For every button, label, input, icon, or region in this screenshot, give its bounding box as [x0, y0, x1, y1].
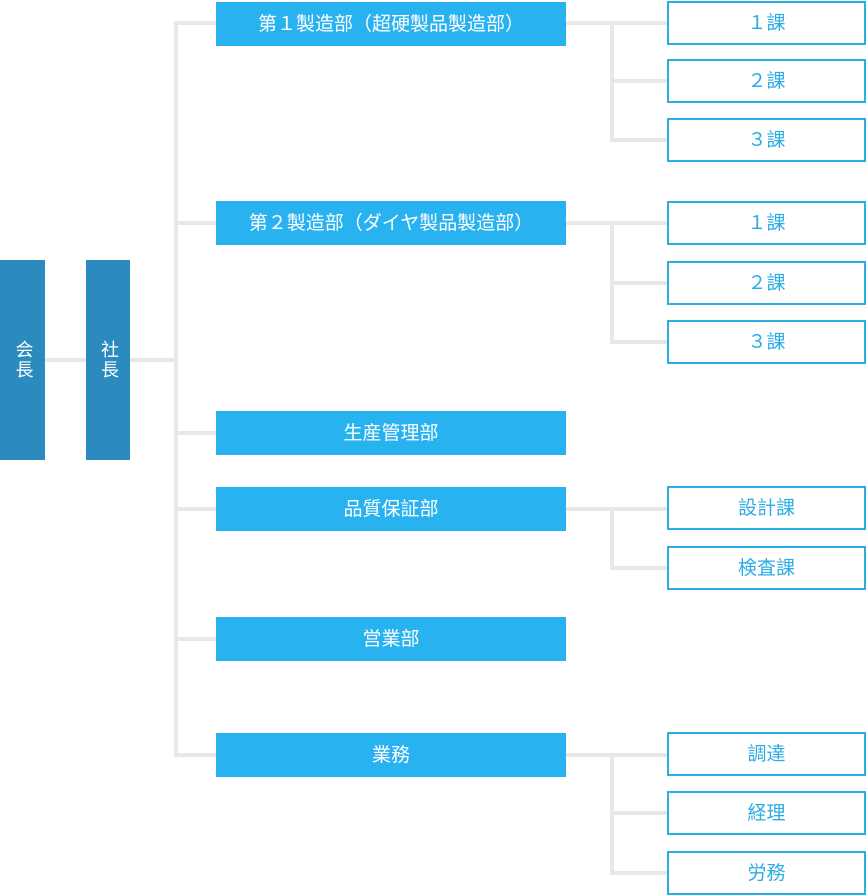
- section-label: ２課: [747, 271, 786, 294]
- section-label: ３課: [747, 128, 786, 151]
- dept-box-sales: 営業部: [216, 617, 566, 661]
- section-box-accounting: 経理: [667, 791, 866, 835]
- section-label: 設計課: [737, 496, 795, 519]
- section-box-m2-course2: ２課: [667, 261, 866, 305]
- dept-box-operations: 業務: [216, 733, 566, 777]
- section-box-labor: 労務: [667, 851, 866, 895]
- section-label: ３課: [747, 330, 786, 353]
- dept-label: 第１製造部（超硬製品製造部）: [257, 12, 524, 35]
- chairman-label: 会長: [12, 340, 34, 380]
- president-label: 社長: [98, 340, 119, 380]
- section-box-m2-course1: １課: [667, 201, 866, 245]
- section-box-inspection: 検査課: [667, 546, 866, 590]
- section-label: ２課: [747, 69, 786, 92]
- section-label: １課: [747, 211, 786, 234]
- section-box-m2-course3: ３課: [667, 320, 866, 364]
- section-box-procurement: 調達: [667, 732, 866, 776]
- chairman-box: 会長: [0, 260, 45, 460]
- dept-label: 業務: [371, 743, 410, 766]
- dept-box-manufacturing-2: 第２製造部（ダイヤ製品製造部）: [216, 201, 566, 245]
- section-box-design: 設計課: [667, 486, 866, 530]
- section-box-m1-course3: ３課: [667, 118, 866, 162]
- dept-box-quality-assurance: 品質保証部: [216, 487, 566, 531]
- section-label: 調達: [747, 742, 786, 765]
- section-label: 検査課: [737, 556, 795, 579]
- section-label: 経理: [747, 801, 786, 824]
- dept-label: 第２製造部（ダイヤ製品製造部）: [248, 211, 534, 234]
- dept-box-production-control: 生産管理部: [216, 411, 566, 455]
- section-box-m1-course2: ２課: [667, 59, 866, 103]
- section-label: 労務: [747, 861, 786, 884]
- section-label: １課: [747, 11, 786, 34]
- section-box-m1-course1: １課: [667, 1, 866, 45]
- president-box: 社長: [86, 260, 130, 460]
- dept-label: 生産管理部: [343, 421, 439, 444]
- dept-box-manufacturing-1: 第１製造部（超硬製品製造部）: [216, 2, 566, 46]
- dept-label: 品質保証部: [343, 497, 439, 520]
- dept-label: 営業部: [362, 627, 420, 650]
